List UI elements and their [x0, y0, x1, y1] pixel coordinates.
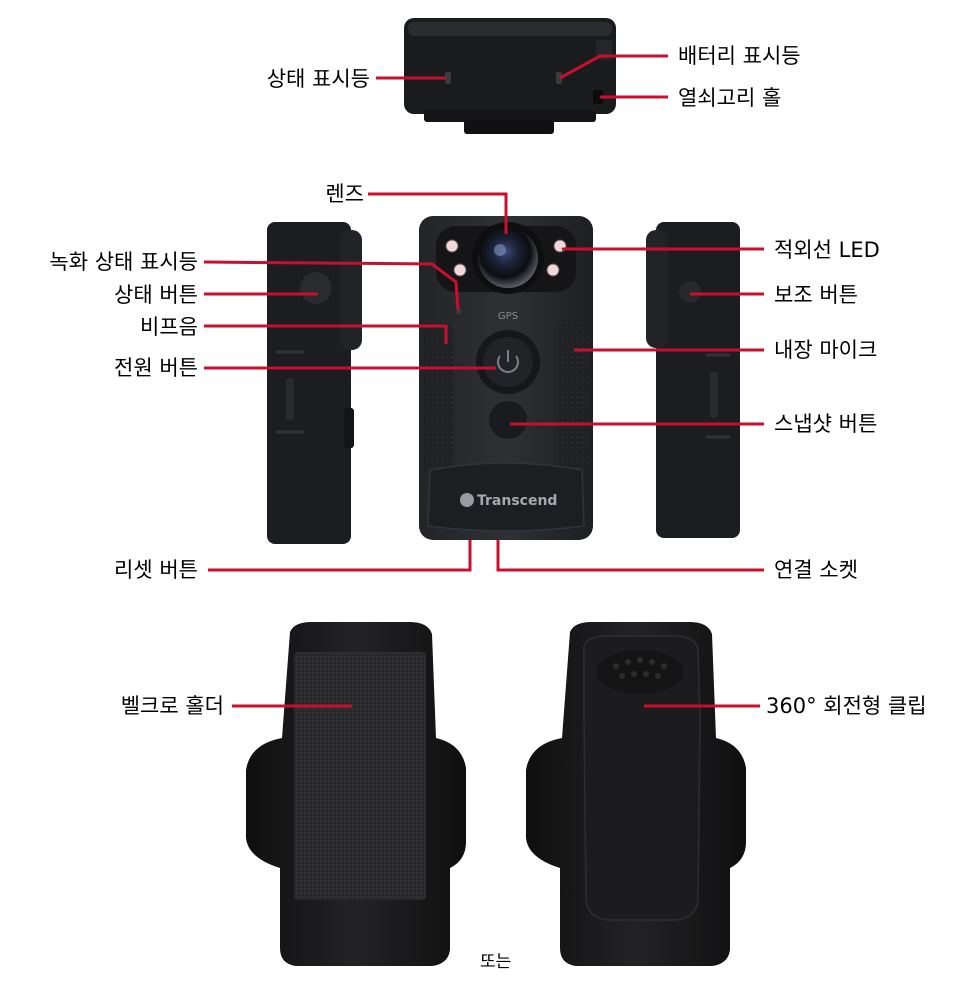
label-lens: 렌즈	[325, 182, 364, 206]
label-status-button: 상태 버튼	[114, 283, 198, 307]
ir-led-cluster	[445, 239, 567, 277]
front-view-device: GPS Transcend	[419, 216, 593, 540]
label-mic: 내장 마이크	[774, 338, 878, 362]
lens-glass	[478, 228, 538, 288]
rotating-clip-image	[526, 622, 746, 966]
brand-logo-text: Transcend	[477, 493, 557, 509]
leader-beeper	[204, 324, 448, 344]
label-power-button: 전원 버튼	[114, 356, 198, 380]
label-beeper: 비프음	[140, 315, 198, 339]
snapshot-button-face	[489, 401, 527, 439]
keyring-hole-mark	[593, 90, 603, 104]
aux-button-side	[679, 281, 701, 303]
label-keyring-hole: 열쇠고리 홀	[678, 86, 782, 110]
label-or: 또는	[480, 952, 512, 972]
leader-reset-button	[208, 540, 472, 572]
label-record-led: 녹화 상태 표시등	[49, 250, 198, 274]
battery-led-dot	[556, 72, 562, 84]
status-led-dot	[445, 72, 451, 84]
label-rotating-clip: 360° 회전형 클립	[766, 694, 927, 718]
status-button-side	[300, 272, 332, 304]
label-snapshot-button: 스냅샷 버튼	[774, 412, 878, 436]
clip-grip-pattern	[596, 650, 684, 694]
label-ir-led: 적외선 LED	[774, 238, 880, 262]
label-battery-led: 배터리 표시등	[678, 44, 801, 68]
label-velcro-holder: 벨크로 홀더	[120, 694, 224, 718]
leader-connector	[496, 540, 764, 572]
right-side-view	[646, 222, 740, 538]
label-connector: 연결 소켓	[774, 558, 858, 582]
record-led-dot	[456, 309, 462, 315]
leader-lens	[368, 192, 508, 234]
left-side-view	[267, 222, 362, 544]
top-view-device	[404, 18, 616, 134]
label-reset-button: 리셋 버튼	[114, 558, 198, 582]
velcro-pad	[294, 652, 426, 900]
label-status-led: 상태 표시등	[266, 67, 370, 91]
gps-marking: GPS	[498, 311, 518, 322]
leader-battery-led	[559, 54, 668, 80]
velcro-holder-image	[246, 622, 466, 966]
label-aux-button: 보조 버튼	[774, 283, 858, 307]
leader-lines	[203, 54, 764, 708]
leader-record-led	[203, 260, 460, 311]
